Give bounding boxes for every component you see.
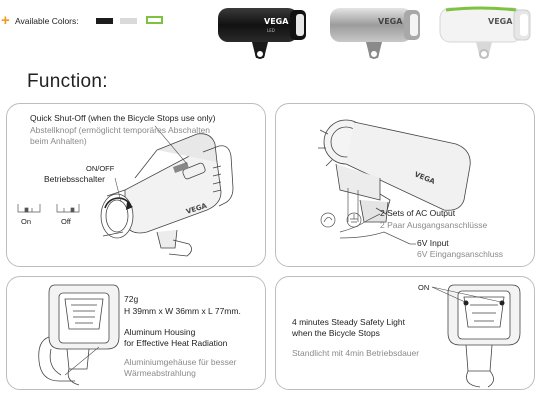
lamp-rear-illustration: VEGA — [318, 119, 471, 245]
available-colors-label: Available Colors: — [15, 16, 79, 26]
product-logo-silver: VEGA — [378, 17, 403, 26]
housing-label-de-1: Aluminiumgehäuse für besser — [124, 357, 237, 367]
lamp-front-illustration — [38, 284, 120, 386]
card-ac-output: VEGA 2 Sets of AC Output 2 Paar Ausgangs… — [275, 103, 535, 267]
input-label-de: 6V Eingangsanschluss — [417, 249, 504, 259]
plus-icon: + — [1, 12, 10, 29]
safety-light-label-de: Standlicht mit 4min Betriebsdauer — [292, 348, 420, 358]
ac-output-label-de: 2 Paar Ausgangsanschlüsse — [380, 220, 488, 230]
dimensions-label: H 39mm x W 36mm x L 77mm. — [124, 306, 241, 316]
housing-label-en-2: for Effective Heat Radiation — [124, 338, 228, 348]
safety-light-label-2: when the Bicycle Stops — [292, 328, 380, 338]
lamp-front-illustration-2 — [431, 284, 521, 388]
color-swatch-black[interactable] — [96, 18, 113, 24]
ac-output-label: 2 Sets of AC Output — [380, 208, 456, 218]
on-indicator-label: ON — [418, 283, 430, 292]
switch-state-on: On — [21, 217, 32, 226]
product-image-white: VEGA — [436, 0, 536, 64]
product-logo-white: VEGA — [488, 17, 513, 26]
product-image-silver: VEGA — [326, 0, 426, 64]
card-quick-shutoff: VEGA Quick Shut-Off (when the Bicycle St… — [6, 103, 266, 267]
function-heading: Function: — [27, 71, 108, 92]
safety-light-label-1: 4 minutes Steady Safety Light — [292, 317, 405, 327]
product-image-black: VEGA LED — [212, 0, 312, 64]
weight-label: 72g — [124, 294, 139, 304]
card-safety-light: ON 4 minutes Steady Safety Light when th… — [275, 276, 535, 390]
quick-shutoff-title: Quick Shut-Off (when the Bicycle Stops u… — [30, 113, 216, 123]
card-housing: 72g H 39mm x W 36mm x L 77mm. Aluminum H… — [6, 276, 266, 390]
switch-label-en: ON/OFF — [86, 164, 115, 173]
color-swatch-silver[interactable] — [120, 18, 137, 24]
input-label: 6V Input — [417, 238, 449, 248]
housing-label-en-1: Aluminum Housing — [124, 327, 196, 337]
lamp-switch-illustration: VEGA — [17, 125, 234, 257]
color-swatch-green[interactable] — [146, 16, 163, 24]
housing-label-de-2: Wärmeabstrahlung — [124, 368, 196, 378]
product-logo-black: VEGA — [264, 17, 289, 26]
quick-shutoff-title-de-2: beim Anhalten) — [30, 136, 87, 146]
product-model-black: LED — [267, 28, 275, 33]
switch-label-de: Betriebsschalter — [44, 174, 105, 184]
quick-shutoff-title-de-1: Abstellknopf (ermöglicht temporäres Absc… — [30, 125, 211, 135]
switch-state-off: Off — [61, 217, 71, 226]
